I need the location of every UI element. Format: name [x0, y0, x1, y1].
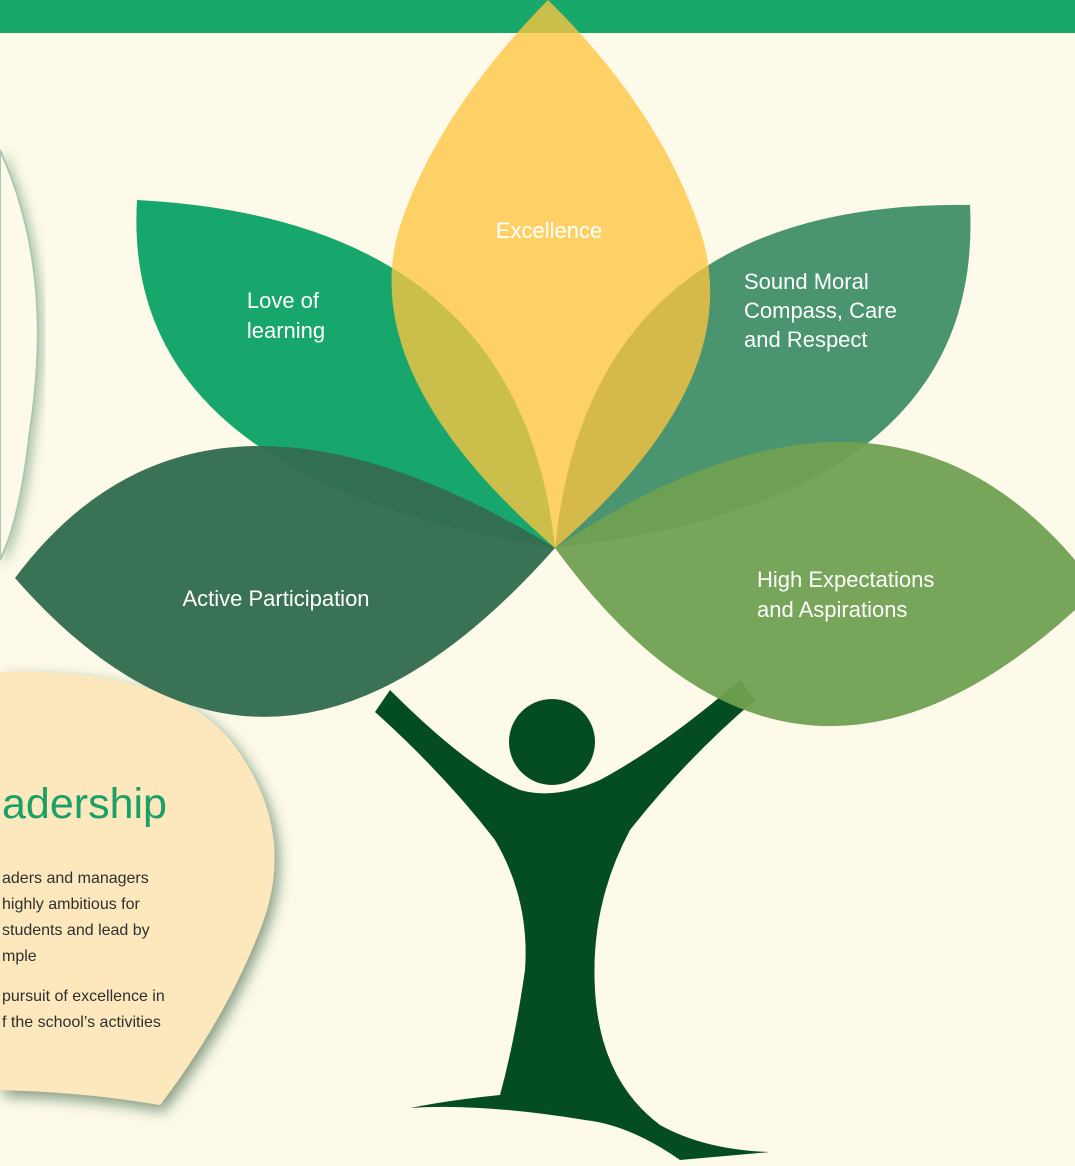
petal-excellence [391, 0, 711, 548]
petal-active-participation [15, 446, 555, 717]
petal-label-moral-compass: Sound Moral Compass, Care and Respect [744, 269, 903, 352]
petal-label-excellence: Excellence [496, 218, 602, 243]
tree-figure [375, 680, 770, 1160]
leadership-leaf [0, 671, 275, 1105]
petal-label-high-expectations: High Expectations and Aspirations [757, 567, 940, 622]
petal-label-love-of-learning: Love of learning [247, 288, 325, 343]
petal-love-of-learning [136, 200, 555, 548]
tree-trunk-arms [375, 680, 770, 1160]
leadership-body: aders and managers highly ambitious for … [2, 870, 169, 1031]
petal-high-expectations [555, 441, 1075, 727]
tree-figure-head [509, 699, 595, 785]
petal-moral-compass [555, 204, 971, 548]
petal-label-active-participation: Active Participation [182, 586, 369, 611]
leadership-heading: adership [2, 780, 167, 828]
left-bubble-edge [0, 149, 39, 561]
